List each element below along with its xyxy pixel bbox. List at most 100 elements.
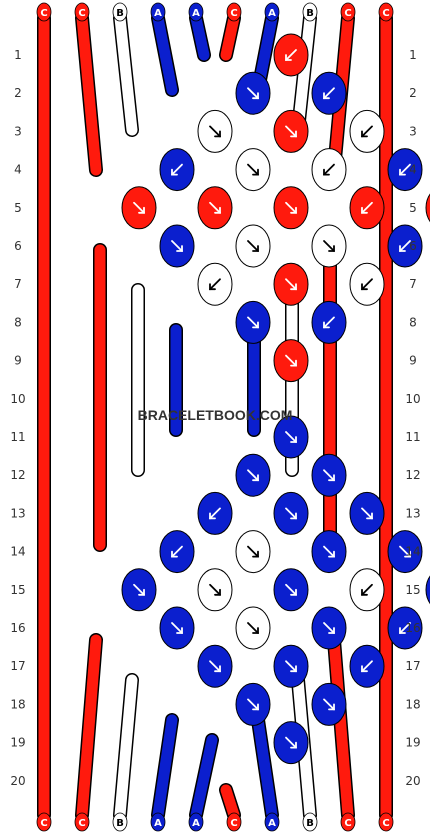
knot bbox=[311, 453, 347, 497]
knot-arrow bbox=[247, 698, 259, 711]
knot-shape bbox=[425, 575, 430, 605]
knot-arrow bbox=[171, 240, 183, 252]
knot-layer bbox=[121, 33, 430, 765]
knot-arrow-head bbox=[361, 130, 368, 138]
svg-text:C: C bbox=[78, 818, 85, 829]
knot-arrow bbox=[323, 163, 335, 176]
svg-text:C: C bbox=[344, 818, 351, 829]
knot-arrow bbox=[285, 583, 297, 596]
knot-arrow-head bbox=[138, 588, 145, 596]
knot bbox=[121, 186, 157, 230]
row-number-left: 3 bbox=[14, 124, 22, 138]
row-number-right: 4 bbox=[409, 163, 417, 177]
knot-arrow bbox=[133, 201, 145, 214]
knot bbox=[349, 262, 385, 306]
svg-text:A: A bbox=[154, 818, 162, 829]
row-number-left: 13 bbox=[10, 506, 25, 520]
knot-arrow bbox=[323, 698, 335, 711]
knot-arrow bbox=[247, 316, 259, 329]
knot bbox=[273, 186, 309, 230]
knot bbox=[311, 606, 347, 650]
knot bbox=[387, 224, 423, 268]
knot-arrow-head bbox=[209, 512, 216, 520]
knot-arrow-head bbox=[328, 703, 335, 711]
string-label-top: C bbox=[226, 2, 242, 22]
string-label-bottom: C bbox=[226, 812, 242, 832]
knot-arrow-head bbox=[252, 550, 259, 558]
knot bbox=[197, 644, 233, 688]
knot bbox=[273, 109, 309, 153]
knot-arrow bbox=[209, 201, 221, 214]
knot bbox=[273, 415, 309, 459]
knot-arrow bbox=[285, 660, 297, 673]
knot-arrow-head bbox=[252, 92, 259, 100]
watermark: BRACELETBOOK.COM bbox=[138, 407, 293, 423]
knot bbox=[311, 300, 347, 344]
knot bbox=[425, 193, 430, 223]
knot-arrow bbox=[285, 278, 297, 291]
knot bbox=[349, 109, 385, 153]
thread-segment bbox=[328, 634, 354, 821]
row-number-left: 5 bbox=[14, 201, 22, 215]
knot-arrow bbox=[247, 622, 259, 634]
knot bbox=[311, 682, 347, 726]
knot-arrow-head bbox=[285, 54, 292, 61]
svg-text:B: B bbox=[116, 818, 124, 829]
knot-arrow-head bbox=[290, 665, 297, 673]
knot-arrow-head bbox=[252, 168, 259, 176]
row-number-right: 9 bbox=[409, 354, 417, 368]
knot-arrow-head bbox=[252, 474, 259, 482]
svg-text:A: A bbox=[192, 818, 200, 829]
knot-arrow-head bbox=[323, 321, 330, 329]
svg-text:B: B bbox=[306, 8, 314, 19]
thread-segment bbox=[190, 12, 210, 61]
thread-segment bbox=[76, 634, 102, 821]
row-number-right: 5 bbox=[409, 201, 417, 215]
knot bbox=[349, 491, 385, 535]
knot-arrow-head bbox=[290, 512, 297, 520]
string-label-bottom: A bbox=[264, 812, 280, 832]
knot bbox=[425, 575, 430, 605]
knot bbox=[197, 262, 233, 306]
svg-text:C: C bbox=[382, 818, 389, 829]
knot-arrow-head bbox=[399, 168, 406, 176]
thread-segment bbox=[114, 12, 138, 136]
knot-arrow-head bbox=[290, 741, 297, 749]
row-number-right: 14 bbox=[405, 545, 420, 559]
row-number-left: 2 bbox=[14, 86, 22, 100]
knot-arrow bbox=[361, 201, 373, 214]
knot bbox=[235, 148, 271, 192]
knot bbox=[235, 300, 271, 344]
row-number-left: 17 bbox=[10, 659, 25, 673]
knot-arrow-head bbox=[252, 321, 259, 329]
string-label-top: C bbox=[340, 2, 356, 22]
string-label-bottom: C bbox=[340, 812, 356, 832]
knot-arrow bbox=[323, 622, 335, 634]
knot-arrow-head bbox=[209, 283, 216, 291]
string-label-top: B bbox=[112, 2, 128, 22]
knot-arrow bbox=[285, 736, 297, 749]
knot bbox=[235, 682, 271, 726]
knot-arrow-head bbox=[290, 206, 297, 214]
knot bbox=[197, 186, 233, 230]
knot-arrow-head bbox=[176, 245, 183, 252]
knot-arrow bbox=[209, 507, 221, 520]
row-number-right: 3 bbox=[409, 124, 417, 138]
knot bbox=[387, 530, 423, 574]
row-number-right: 2 bbox=[409, 86, 417, 100]
thread-segment bbox=[190, 734, 218, 821]
string-label-bottom: B bbox=[112, 812, 128, 832]
knot bbox=[311, 530, 347, 574]
svg-text:B: B bbox=[306, 818, 314, 829]
string-label-top: A bbox=[150, 2, 166, 22]
row-number-right: 6 bbox=[409, 239, 417, 253]
knot bbox=[349, 186, 385, 230]
knot-arrow-head bbox=[138, 206, 145, 214]
svg-text:C: C bbox=[40, 8, 47, 19]
knot bbox=[121, 568, 157, 612]
svg-text:B: B bbox=[116, 8, 124, 19]
knot bbox=[235, 606, 271, 650]
row-number-right: 11 bbox=[405, 430, 420, 444]
